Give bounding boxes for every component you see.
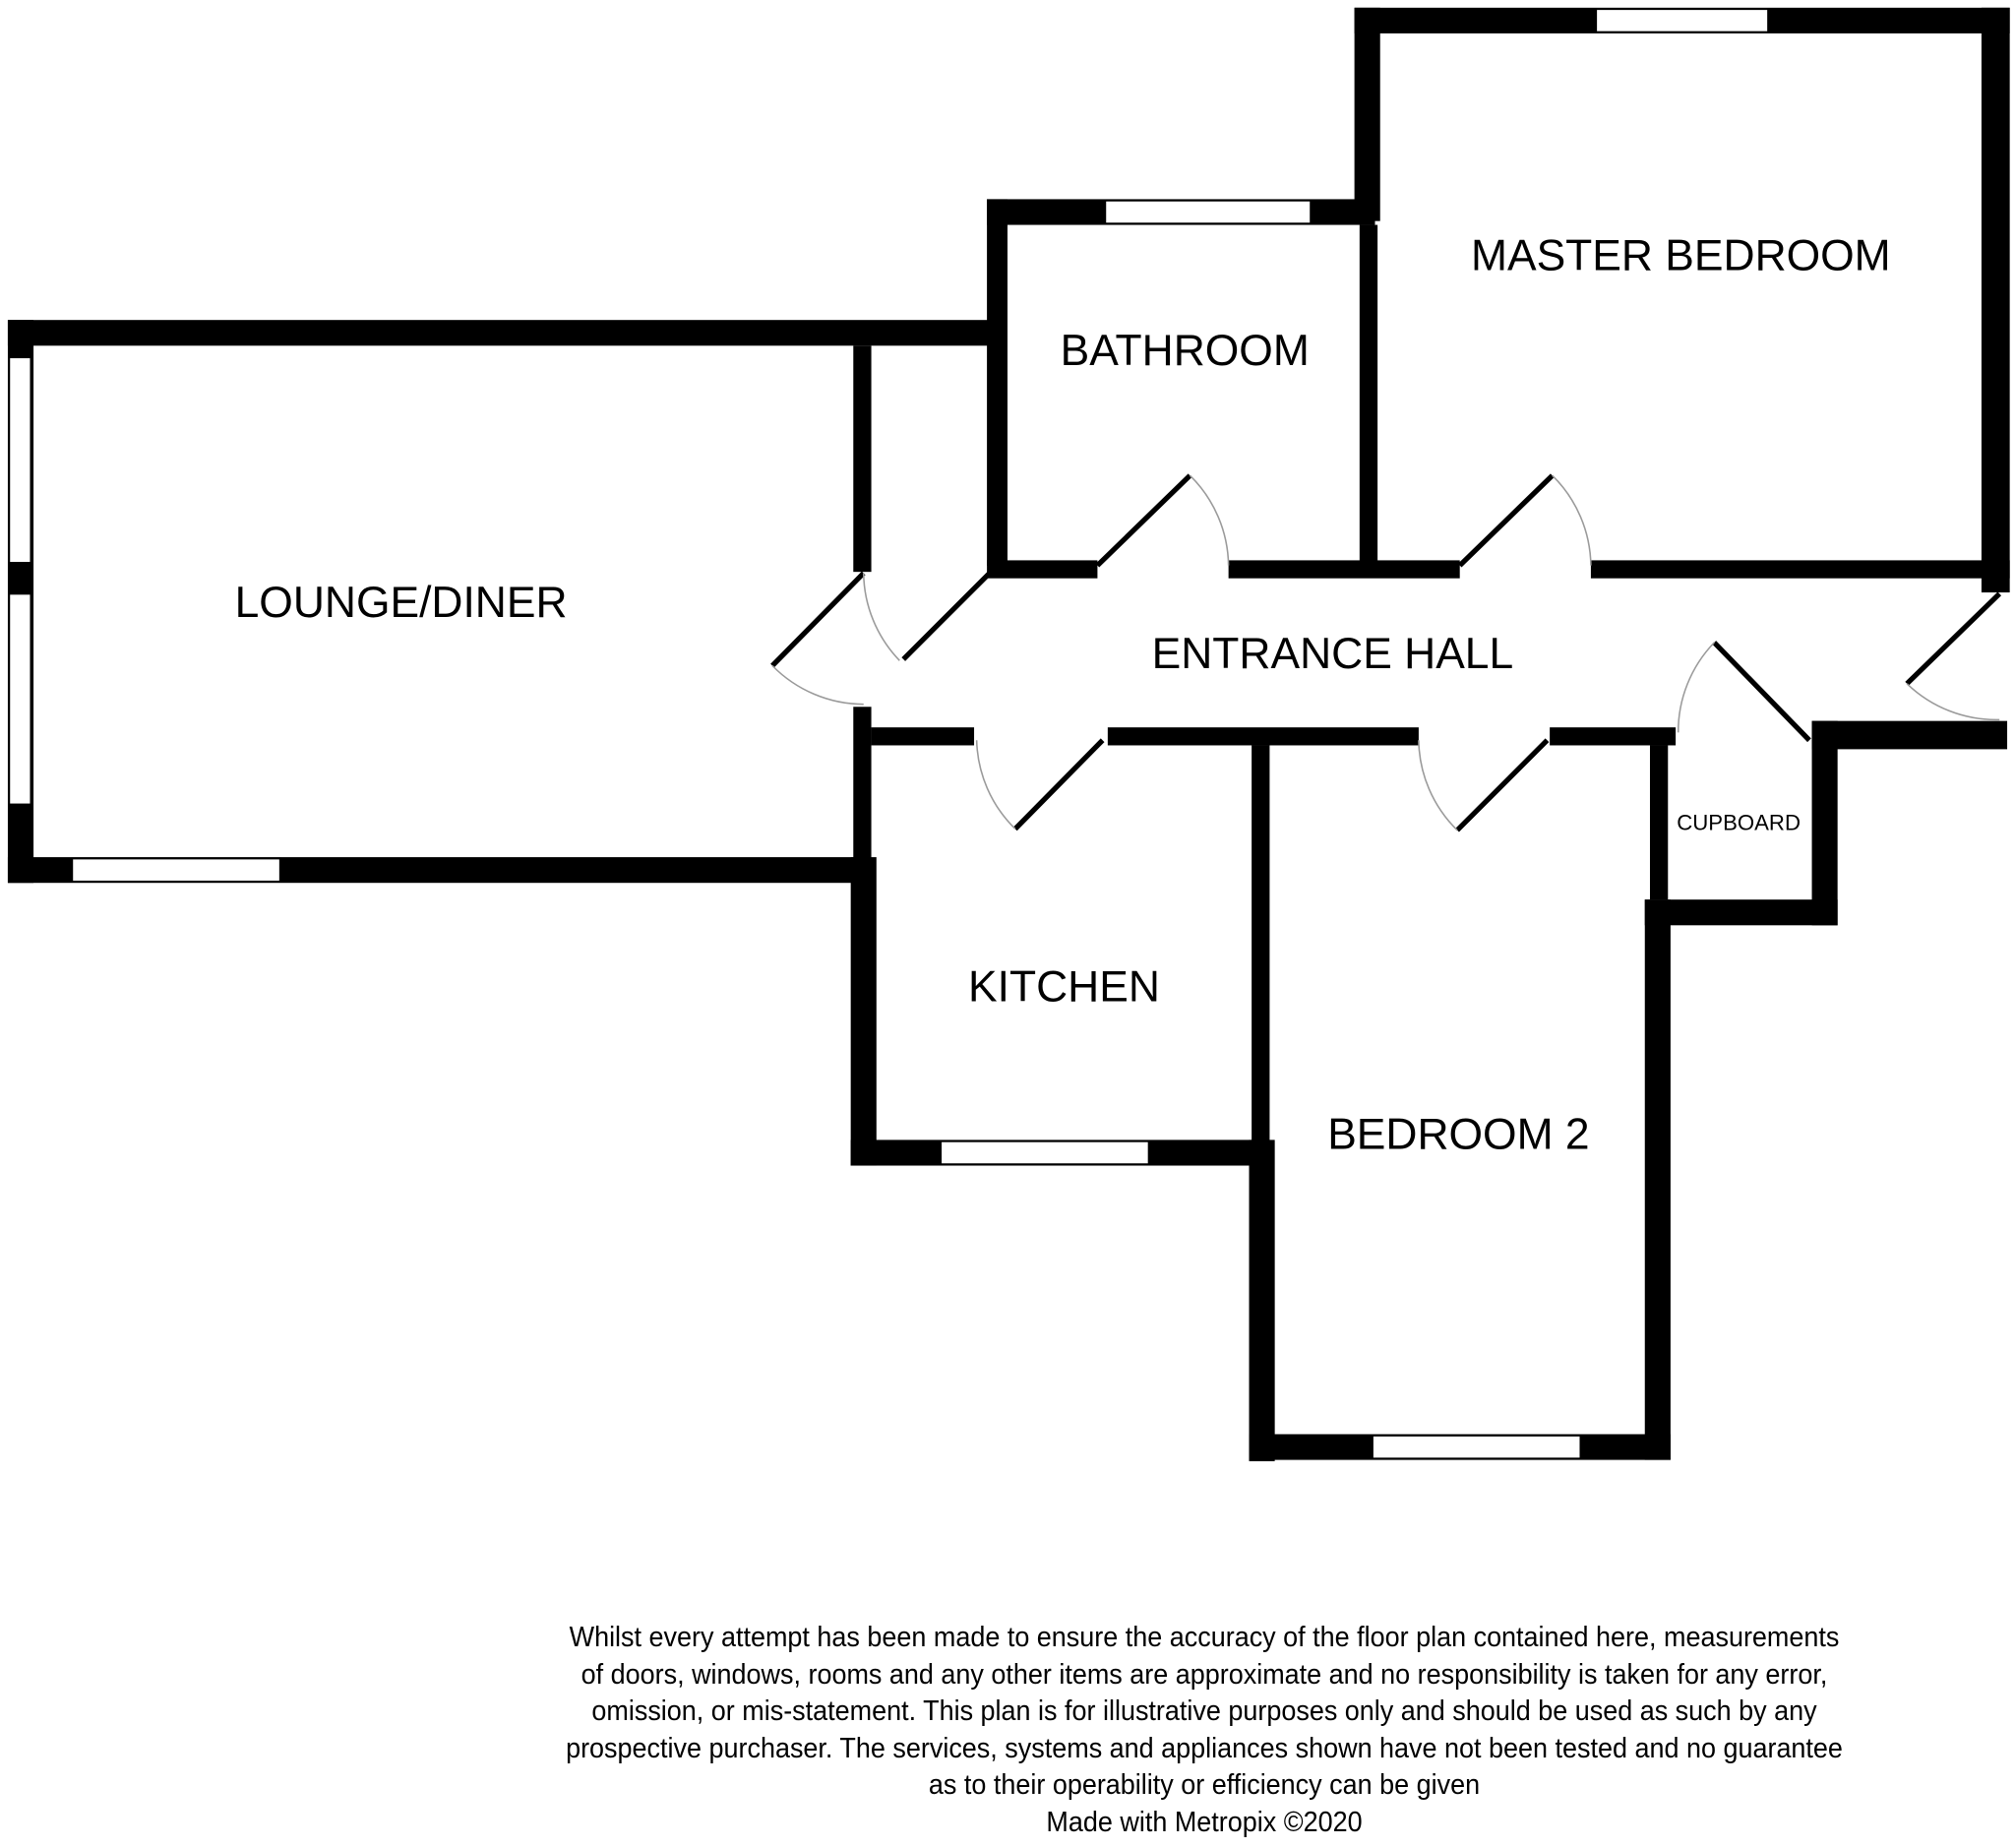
metropix-credit: Made with Metropix ©2020 bbox=[1046, 1806, 1363, 1838]
disclaimer-line: Whilst every attempt has been made to en… bbox=[569, 1622, 1840, 1653]
bedroom-2-walls bbox=[1249, 899, 1671, 1461]
room-label-lounge-diner: LOUNGE/DINER bbox=[235, 579, 568, 627]
cupboard-walls bbox=[1644, 720, 1838, 926]
kitchen-window bbox=[940, 1140, 1150, 1166]
disclaimer-line: prospective purchaser. The services, sys… bbox=[566, 1732, 1843, 1764]
kitchen-walls bbox=[850, 745, 1270, 1166]
lounge-windows bbox=[8, 356, 281, 883]
door-bathroom[interactable] bbox=[1095, 473, 1230, 568]
room-label-bathroom: BATHROOM bbox=[1061, 327, 1310, 375]
window bbox=[71, 857, 281, 883]
bedroom-2-window bbox=[1371, 1434, 1582, 1460]
room-label-entrance-hall: ENTRANCE HALL bbox=[1152, 630, 1514, 678]
door-front-entrance[interactable] bbox=[1905, 591, 2002, 721]
bathroom-window bbox=[1104, 199, 1313, 225]
window bbox=[8, 592, 32, 806]
room-label-master-bedroom: MASTER BEDROOM bbox=[1471, 231, 1891, 279]
master-bedroom-walls bbox=[1354, 7, 2010, 593]
hall-lower-walls bbox=[871, 720, 2008, 750]
door-kitchen[interactable] bbox=[975, 738, 1105, 832]
disclaimer-line: as to their operability or efficiency ca… bbox=[928, 1769, 1481, 1801]
door-lounge[interactable] bbox=[770, 571, 866, 706]
door-master-bedroom[interactable] bbox=[1457, 473, 1592, 568]
room-label-cupboard: CUPBOARD bbox=[1677, 811, 1801, 835]
door-hall-lounge-side[interactable] bbox=[862, 571, 992, 661]
disclaimer-line: of doors, windows, rooms and any other i… bbox=[580, 1658, 1828, 1691]
door-cupboard[interactable] bbox=[1677, 641, 1811, 743]
room-label-bedroom-2: BEDROOM 2 bbox=[1327, 1111, 1589, 1159]
room-label-kitchen: KITCHEN bbox=[968, 962, 1160, 1011]
bathroom-walls bbox=[987, 199, 1460, 579]
window bbox=[8, 356, 32, 564]
door-bedroom-2[interactable] bbox=[1418, 738, 1550, 832]
disclaimer: Whilst every attempt has been made to en… bbox=[451, 1620, 1959, 1841]
master-bedroom-window bbox=[1595, 8, 1770, 33]
disclaimer-line: omission, or mis-statement. This plan is… bbox=[591, 1695, 1817, 1727]
